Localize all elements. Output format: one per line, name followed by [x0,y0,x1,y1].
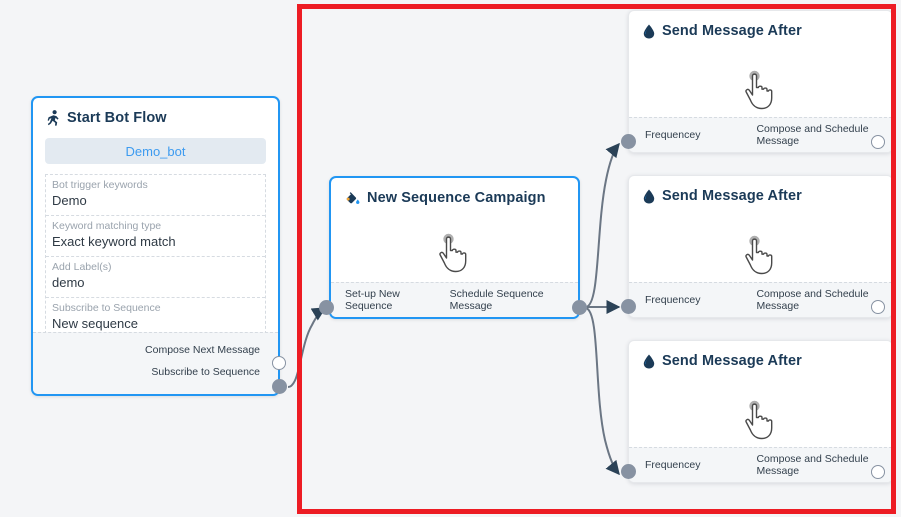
water-drop-icon [643,354,655,369]
output-subscribe-to-sequence-label: Subscribe to Sequence [151,366,260,378]
send-message-after-1-footer: Frequencey Compose and Schedule Message [629,117,892,152]
node-send-message-after-3[interactable]: Send Message After Frequencey Compose an… [628,340,893,483]
port-compose-and-schedule-message-2[interactable] [871,300,885,314]
port-frequencey-1[interactable] [621,134,636,149]
start-bot-flow-header: Start Bot Flow [33,98,278,130]
water-drop-icon [643,189,655,204]
output-compose-next-message-label: Compose Next Message [145,344,260,356]
start-bot-flow-fields: Bot trigger keywords Demo Keyword matchi… [45,174,266,339]
port-compose-and-schedule-message-1[interactable] [871,135,885,149]
port-schedule-sequence-message[interactable] [572,300,587,315]
bot-name-pill[interactable]: Demo_bot [45,138,266,164]
field-add-labels[interactable]: Add Label(s) demo [46,257,265,298]
field-value: demo [52,275,85,290]
output-compose-and-schedule-message-label: Compose and Schedule Message [756,123,869,147]
input-frequencey-label: Frequencey [645,294,701,306]
field-bot-trigger-keywords[interactable]: Bot trigger keywords Demo [46,175,265,216]
output-compose-and-schedule-message-label: Compose and Schedule Message [756,288,869,312]
send-message-after-1-title: Send Message After [662,23,802,39]
running-person-icon [47,110,60,126]
field-label: Subscribe to Sequence [52,302,161,314]
input-frequencey-label: Frequencey [645,129,701,141]
port-frequencey-2[interactable] [621,299,636,314]
node-start-bot-flow[interactable]: Start Bot Flow Demo_bot Bot trigger keyw… [31,96,280,396]
node-send-message-after-1[interactable]: Send Message After Frequencey Compose an… [628,10,893,153]
hand-pointer-icon [740,232,782,276]
edge-start-to-campaign [287,307,327,388]
edge-campaign-to-message-3 [585,307,620,476]
send-message-after-1-header: Send Message After [629,11,892,43]
input-set-up-new-sequence-label: Set-up New Sequence [345,288,400,312]
field-value: New sequence [52,316,138,331]
input-frequencey-label: Frequencey [645,459,701,471]
hand-pointer-icon [740,397,782,441]
start-bot-flow-footer: Compose Next Message Subscribe to Sequen… [33,332,278,394]
field-label: Add Label(s) [52,261,112,273]
send-message-after-2-title: Send Message After [662,188,802,204]
field-keyword-matching-type[interactable]: Keyword matching type Exact keyword matc… [46,216,265,257]
send-message-after-3-title: Send Message After [662,353,802,369]
paint-bucket-icon [345,191,360,206]
water-drop-icon [643,24,655,39]
node-new-sequence-campaign[interactable]: New Sequence Campaign Set-up New Sequenc… [329,176,580,319]
send-message-after-2-footer: Frequencey Compose and Schedule Message [629,282,892,317]
field-value: Demo [52,193,87,208]
output-compose-and-schedule-message-label: Compose and Schedule Message [756,453,869,477]
new-sequence-campaign-footer: Set-up New Sequence Schedule Sequence Me… [331,282,578,317]
field-label: Keyword matching type [52,220,162,232]
send-message-after-3-header: Send Message After [629,341,892,373]
port-compose-and-schedule-message-3[interactable] [871,465,885,479]
new-sequence-campaign-title: New Sequence Campaign [367,190,546,206]
bot-name-label: Demo_bot [125,143,186,159]
field-label: Bot trigger keywords [52,179,148,191]
field-value: Exact keyword match [52,234,176,249]
new-sequence-campaign-header: New Sequence Campaign [331,178,578,210]
node-send-message-after-2[interactable]: Send Message After Frequencey Compose an… [628,175,893,318]
start-bot-flow-title: Start Bot Flow [67,110,167,126]
hand-pointer-icon [740,67,782,111]
output-schedule-sequence-message-label: Schedule Sequence Message [449,288,544,312]
send-message-after-3-footer: Frequencey Compose and Schedule Message [629,447,892,482]
port-compose-next-message[interactable] [272,356,286,370]
port-frequencey-3[interactable] [621,464,636,479]
port-subscribe-to-sequence[interactable] [272,379,287,394]
send-message-after-2-header: Send Message After [629,176,892,208]
port-set-up-new-sequence[interactable] [319,300,334,315]
edge-campaign-to-message-1 [585,142,620,308]
hand-pointer-icon [434,230,476,274]
